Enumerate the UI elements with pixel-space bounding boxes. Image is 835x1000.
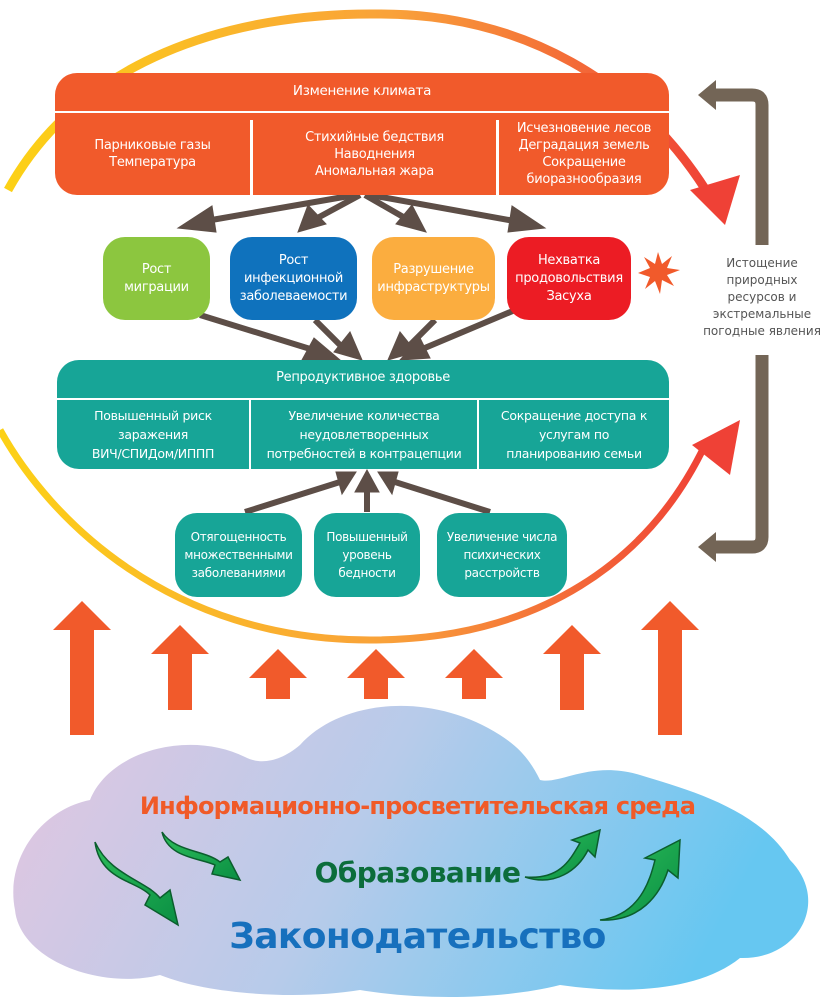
divider (250, 120, 253, 195)
cloud-education-text: Образование (314, 856, 521, 889)
consequence-label: Засуха (546, 288, 592, 304)
consequence-food-shortage-box: Нехватка продовольствия Засуха (507, 237, 631, 320)
climate-change-header: Изменение климата (292, 83, 432, 99)
consequence-infrastructure-box: Разрушение инфраструктуры (372, 237, 495, 320)
factor-label: уровень (342, 548, 392, 562)
consequence-label: миграции (124, 279, 189, 295)
factor-mental-health-box: Увеличение числа психических расстройств (437, 513, 567, 597)
divider (55, 111, 669, 113)
climate-col-ecosystems: Исчезновение лесов Деградация земель Сок… (499, 113, 669, 195)
reproductive-health-header: Репродуктивное здоровье (276, 370, 450, 385)
consequence-label: продовольствия (515, 270, 623, 286)
cloud-shape (13, 705, 809, 997)
green-arrow (524, 828, 601, 881)
climate-item: биоразнообразия (526, 172, 642, 187)
cloud-legislation-text: Законодательство (229, 916, 606, 957)
consequence-label: Рост (278, 252, 309, 268)
green-arrow (599, 838, 681, 921)
health-col-family-planning: Сокращение доступа к услугам по планиров… (479, 400, 669, 469)
consequence-infection-box: Рост инфекционной заболеваемости (230, 237, 357, 320)
reproductive-health-box: Репродуктивное здоровье Повышенный риск … (57, 360, 669, 469)
green-arrows (94, 828, 681, 927)
divider (477, 400, 479, 469)
consequence-label: инфекционной (244, 270, 343, 286)
divider (249, 400, 251, 469)
climate-change-box: Изменение климата Парниковые газы Темпер… (55, 73, 669, 195)
side-label-line: экстремальные (712, 307, 812, 321)
consequence-label: Разрушение (393, 261, 474, 277)
side-label-line: природных (726, 273, 798, 287)
climate-item: Исчезновение лесов (516, 121, 652, 136)
health-col-hiv-risk: Повышенный риск заражения ВИЧ/СПИДом/ИПП… (57, 400, 249, 469)
factor-poverty-box: Повышенный уровень бедности (314, 513, 420, 597)
climate-col-emissions: Парниковые газы Температура (55, 113, 250, 195)
consequence-to-health-arrows (199, 307, 517, 361)
cycle-ring-bottom (0, 428, 709, 644)
cycle-arrowhead-top (690, 175, 740, 225)
up-arrow (151, 625, 209, 710)
side-label-line: ресурсов и (727, 290, 797, 304)
up-arrow (641, 601, 699, 735)
climate-item: Деградация земель (518, 138, 650, 153)
up-arrows (53, 601, 699, 735)
health-item: потребностей в контрацепции (266, 446, 462, 461)
health-item: Повышенный риск (94, 408, 212, 423)
side-bracket-bottom-arrowhead (698, 532, 716, 562)
health-item: Увеличение количества (288, 408, 440, 423)
divider (57, 398, 669, 400)
factor-to-health-arrows (244, 468, 491, 515)
side-bracket-top (712, 88, 769, 245)
health-item: планированию семьи (506, 446, 642, 461)
starburst-icon (638, 252, 680, 294)
health-item: неудовлетворенных (299, 427, 429, 442)
climate-item: Аномальная жара (315, 163, 434, 179)
divider (496, 120, 499, 195)
cloud-info-environment-text: Информационно-просветительская среда (139, 792, 696, 820)
side-bracket-bottom (712, 355, 769, 554)
climate-item: Температура (109, 155, 196, 170)
consequence-migration-box: Рост миграции (103, 237, 210, 320)
consequence-label: Рост (141, 261, 172, 277)
factor-comorbidity-box: Отягощенность множественными заболевания… (175, 513, 302, 597)
factor-label: Отягощенность (190, 530, 287, 544)
resource-depletion-label: Истощение природных ресурсов и экстремал… (697, 255, 827, 340)
climate-item: Сокращение (542, 155, 626, 170)
climate-item: Наводнения (334, 146, 415, 162)
up-arrow (445, 649, 503, 699)
climate-item: Парниковые газы (94, 138, 211, 153)
consequence-label: заболеваемости (239, 288, 348, 304)
health-item: Сокращение доступа к (500, 408, 648, 423)
factor-label: бедности (338, 566, 396, 580)
factor-label: расстройств (464, 566, 540, 580)
factor-label: Увеличение числа (446, 530, 558, 544)
side-bracket-top-arrowhead (698, 80, 716, 110)
climate-to-consequence-arrows (176, 192, 547, 233)
side-label-line: Истощение (726, 256, 798, 270)
up-arrow (543, 625, 601, 710)
up-arrow (347, 649, 405, 699)
factor-label: множественными (184, 548, 293, 562)
consequence-label: Нехватка (537, 252, 601, 268)
green-arrow (161, 831, 242, 882)
health-col-contraception: Увеличение количества неудовлетворенных … (251, 400, 477, 469)
factor-label: заболеваниями (191, 566, 286, 580)
up-arrow (53, 601, 111, 735)
up-arrow (249, 649, 307, 699)
climate-item: Стихийные бедствия (305, 129, 444, 145)
health-item: услугам по (538, 427, 610, 442)
health-item: заражения (118, 427, 188, 442)
cycle-arrowhead-bottom (692, 420, 740, 475)
consequence-label: инфраструктуры (377, 279, 490, 295)
green-arrow (94, 841, 180, 927)
climate-col-disasters: Стихийные бедствия Наводнения Аномальная… (253, 113, 496, 195)
factor-label: психических (463, 548, 541, 562)
health-item: ВИЧ/СПИДом/ИППП (91, 446, 215, 461)
side-label-line: погодные явления (703, 324, 821, 338)
factor-label: Повышенный (326, 530, 408, 544)
